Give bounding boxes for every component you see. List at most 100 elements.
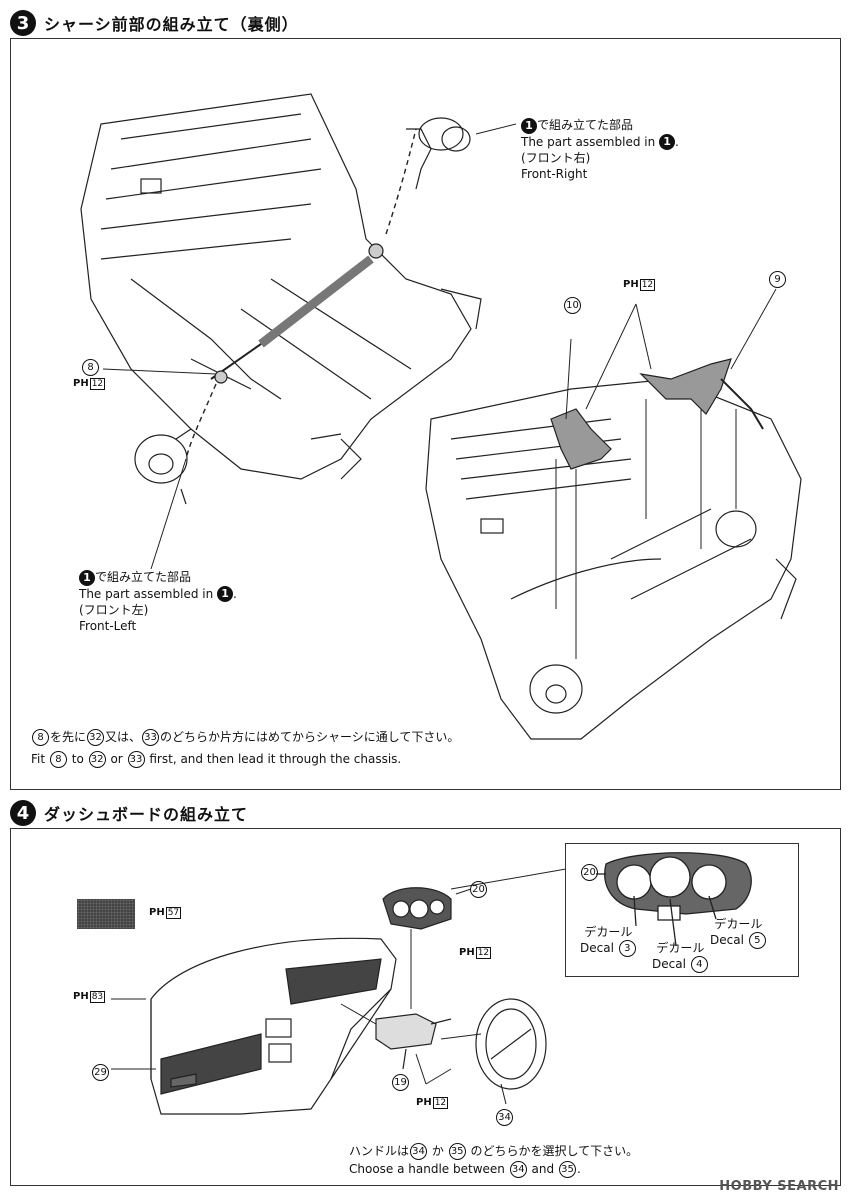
decal-inset: 20 デカール Decal 3 デカール Decal 4 デカール Decal … <box>565 843 799 977</box>
step4-header: 4 ダッシュボードの組み立て <box>10 800 248 826</box>
decal-number: 5 <box>748 932 766 949</box>
part-number: 20 <box>581 864 598 881</box>
paint-number: 57 <box>165 907 182 919</box>
part-10-label: 10 <box>563 297 582 314</box>
note-text: か <box>431 1144 444 1158</box>
note-text: and <box>531 1162 555 1176</box>
part-20-label: 20 <box>469 881 488 898</box>
step4-dashboard-drawing <box>111 868 567 1115</box>
paint-number: 12 <box>639 279 656 291</box>
decal-4-label: デカール Decal 4 <box>652 940 709 973</box>
note-text: to <box>71 752 84 766</box>
step3-note-en: Fit 8 to 32 or 33 first, and then lead i… <box>31 749 401 769</box>
part-number: 33 <box>142 729 160 746</box>
note-text: first, and then lead it through the chas… <box>149 752 402 766</box>
paint-code: PH <box>416 1097 432 1108</box>
part-number: 10 <box>564 297 581 314</box>
part-number: 34 <box>410 1143 428 1160</box>
inset-part-20: 20 <box>580 864 599 881</box>
part-29-label: 29 <box>91 1064 110 1081</box>
callout-line: (フロント右) <box>521 151 591 165</box>
paint-swatch <box>77 899 135 929</box>
callout-line: (フロント左) <box>79 603 149 617</box>
paint-number: 12 <box>475 947 492 959</box>
step3-header: 3 シャーシ前部の組み立て（裏側） <box>10 10 299 36</box>
paint-code: PH <box>149 907 165 918</box>
note-text: のどちらかを選択して下さい。 <box>470 1144 639 1158</box>
part-number: 33 <box>127 751 145 768</box>
step4-number: 4 <box>10 800 36 826</box>
paint-code: PH <box>459 947 475 958</box>
paint-number: 12 <box>432 1097 449 1109</box>
step1-ref-badge: 1 <box>217 586 234 602</box>
part-number: 29 <box>92 1064 109 1081</box>
part-number: 35 <box>448 1143 466 1160</box>
callout-line: Front-Left <box>79 619 137 633</box>
callout-line: で組み立てた部品 <box>95 570 192 584</box>
part-number: 20 <box>470 881 487 898</box>
note-text: ハンドルは <box>349 1144 410 1158</box>
part-number: 19 <box>392 1074 409 1091</box>
step3-chassis-drawing <box>80 93 802 740</box>
part-number: 35 <box>558 1161 576 1178</box>
part-number: 34 <box>509 1161 527 1178</box>
callout-line: Front-Right <box>521 167 588 181</box>
step3-number: 3 <box>10 10 36 36</box>
step3-title: シャーシ前部の組み立て（裏側） <box>44 15 299 34</box>
part-number: 32 <box>87 729 105 746</box>
watermark: HOBBY SEARCH <box>719 1179 839 1194</box>
paint-code: PH <box>623 279 639 290</box>
decal-jp: デカール <box>714 917 763 931</box>
paint-number: 83 <box>89 991 106 1003</box>
part-8-label: 8 <box>81 359 100 376</box>
decal-en: Decal <box>652 957 686 971</box>
step1-ref-badge: 1 <box>79 569 95 586</box>
note-text: Choose a handle between <box>349 1162 505 1176</box>
part-number: 9 <box>769 271 786 288</box>
paint-number: 12 <box>89 378 106 390</box>
note-text: Fit <box>31 752 46 766</box>
step4-note-en: Choose a handle between 34 and 35. <box>349 1159 581 1179</box>
note-text: 又は、 <box>105 730 142 744</box>
decal-en: Decal <box>580 941 614 955</box>
step4-title: ダッシュボードの組み立て <box>44 805 249 824</box>
decal-jp: デカール <box>584 925 633 939</box>
step1-ref-badge: 1 <box>521 117 537 134</box>
callout-line: The part assembled in <box>79 586 214 601</box>
decal-3-label: デカール Decal 3 <box>580 924 637 957</box>
decal-5-label: デカール Decal 5 <box>710 916 767 949</box>
note-text: or <box>110 752 123 766</box>
step1-ref-badge: 1 <box>659 134 676 150</box>
decal-number: 3 <box>618 940 636 957</box>
decal-en: Decal <box>710 933 744 947</box>
part-19-label: 19 <box>391 1074 410 1091</box>
decal-jp: デカール <box>656 941 705 955</box>
part-number: 8 <box>32 729 49 746</box>
note-text: のどちらか片方にはめてからシャーシに通して下さい。 <box>160 730 460 744</box>
part-number: 8 <box>82 359 99 376</box>
callout-line: で組み立てた部品 <box>537 118 634 132</box>
gauge-cluster-drawing <box>596 852 752 947</box>
note-text: を先に <box>50 730 87 744</box>
paint-code: PH <box>73 991 89 1002</box>
part-number: 32 <box>88 751 106 768</box>
decal-number: 4 <box>690 956 708 973</box>
part-number: 34 <box>496 1109 513 1126</box>
callout-line: The part assembled in <box>521 134 656 149</box>
paint-code: PH <box>73 378 89 389</box>
part-number: 8 <box>49 751 67 768</box>
note-text: . <box>576 1162 581 1176</box>
part-34-label: 34 <box>495 1109 514 1126</box>
part-9-label: 9 <box>768 271 787 288</box>
